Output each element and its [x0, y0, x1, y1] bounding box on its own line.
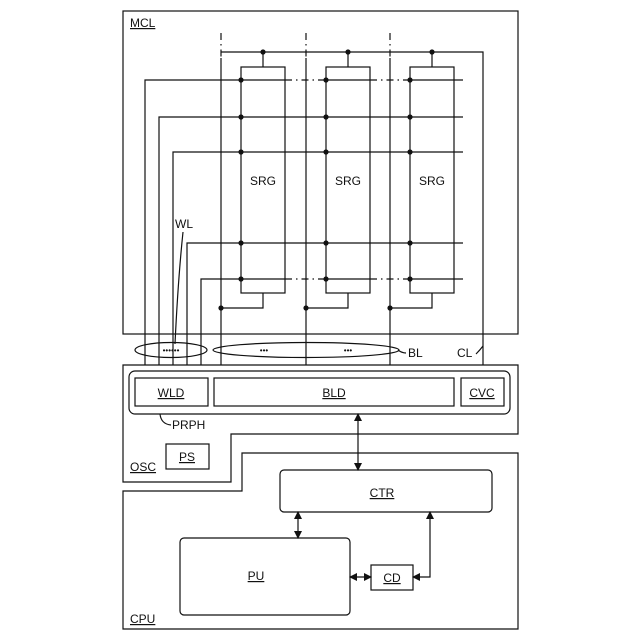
- bld-label: BLD: [322, 386, 346, 400]
- pu-label: PU: [248, 569, 265, 583]
- ps-label: PS: [179, 450, 195, 464]
- pu-block: [180, 538, 350, 615]
- cl-leader: [476, 346, 483, 354]
- prph-label: PRPH: [172, 418, 205, 432]
- srg-group-1: SRG: [241, 67, 285, 293]
- osc-label: OSC: [130, 460, 156, 474]
- ctr-label: CTR: [370, 486, 395, 500]
- srg-group-2: SRG: [326, 67, 370, 293]
- srg-label: SRG: [335, 174, 361, 188]
- mcl-block: [123, 11, 518, 334]
- cpu-label: CPU: [130, 612, 155, 626]
- srg-label: SRG: [419, 174, 445, 188]
- bl-leader: [398, 350, 406, 353]
- srg-label: SRG: [250, 174, 276, 188]
- wld-label: WLD: [158, 386, 185, 400]
- bl-ellipsis-1: •••: [260, 346, 269, 355]
- wl-ellipsis: ••••••: [163, 346, 180, 355]
- wl-label: WL: [175, 217, 193, 231]
- cvc-label: CVC: [469, 386, 495, 400]
- cd-label: CD: [383, 571, 401, 585]
- mcl-label: MCL: [130, 16, 156, 30]
- bl-label: BL: [408, 346, 423, 360]
- bl-ellipsis-2: •••: [344, 346, 353, 355]
- srg-group-3: SRG: [410, 67, 454, 293]
- cl-label: CL: [457, 346, 473, 360]
